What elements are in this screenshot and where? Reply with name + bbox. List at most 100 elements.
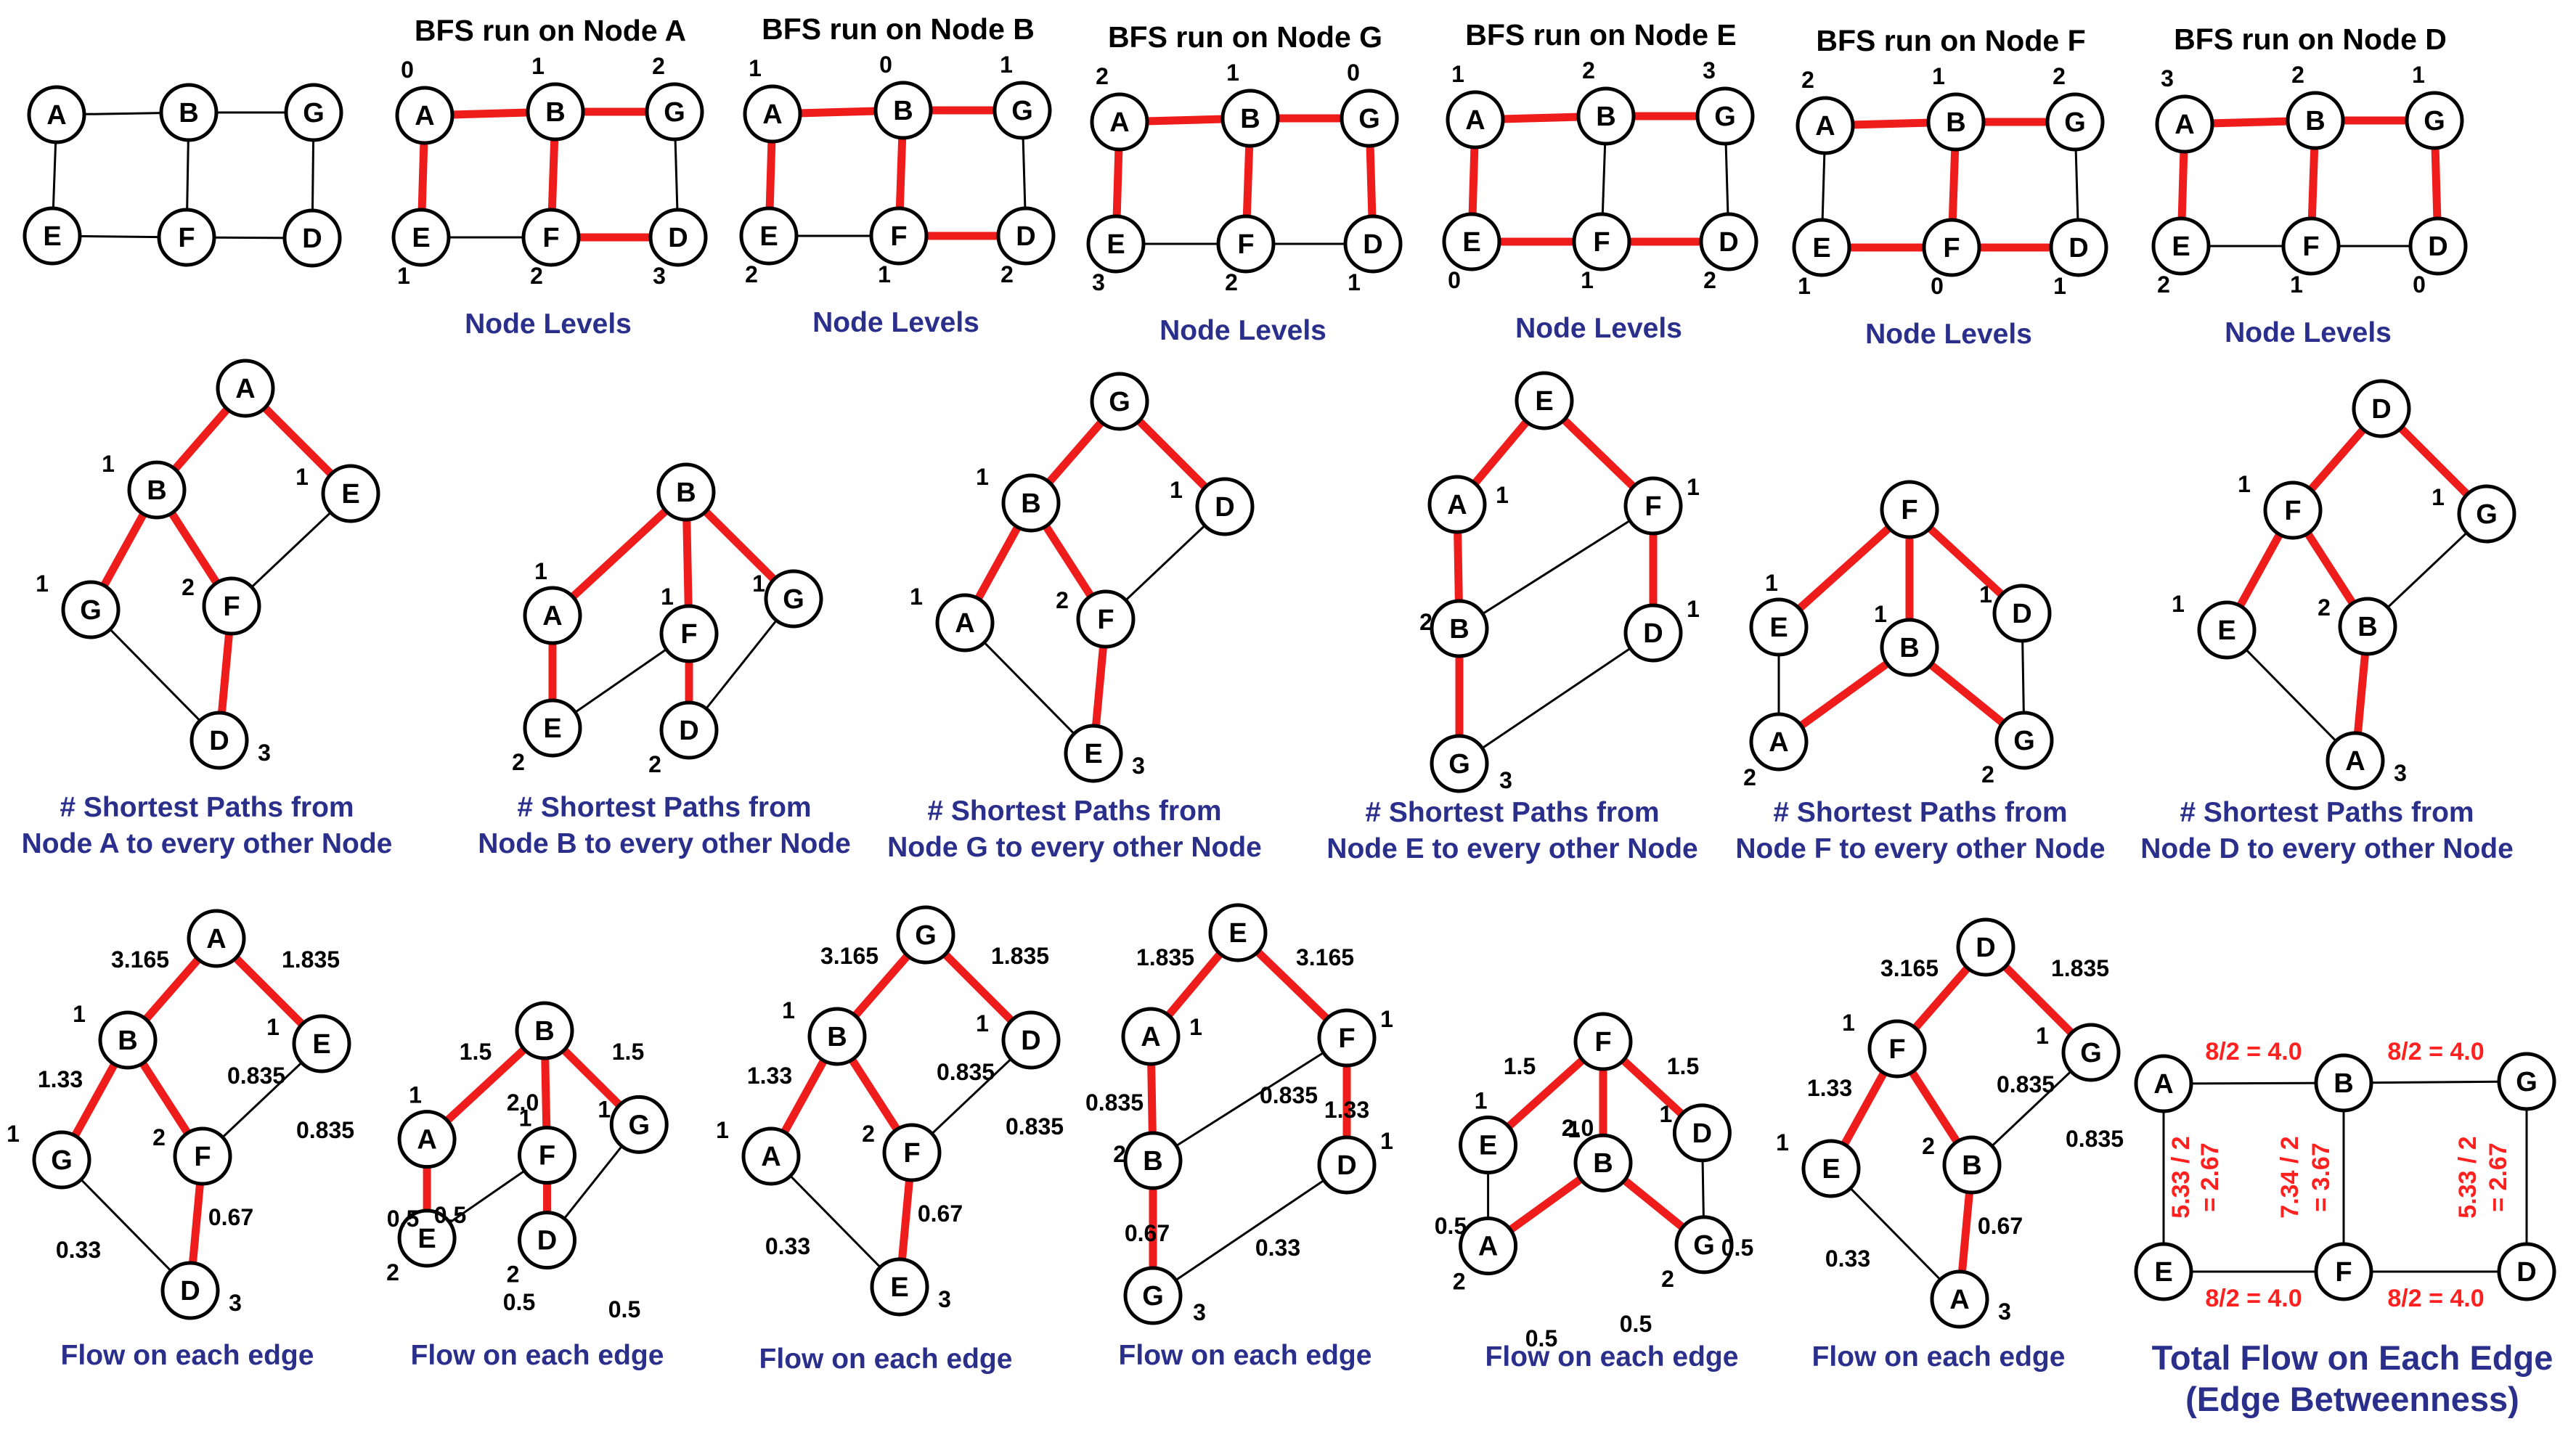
path-count-E: 1: [295, 464, 309, 490]
node-D-label: D: [1692, 1118, 1712, 1149]
path-count-F: 1: [1842, 1010, 1855, 1036]
path-count-D: 1: [1170, 477, 1183, 503]
node-D-label: D: [2012, 599, 2031, 629]
bfs-caption: Node Levels: [465, 308, 632, 340]
node-B-label: B: [893, 96, 913, 126]
level-F: 2: [1225, 269, 1238, 295]
node-F-circle: [1623, 476, 1683, 536]
node-G-label: G: [2516, 1067, 2538, 1097]
node-D-label: D: [2428, 232, 2447, 262]
node-B-circle: [2314, 1053, 2373, 1113]
path-count-G: 2: [1661, 1266, 1674, 1292]
node-E-circle: [1515, 371, 1574, 430]
betweenness-FD: 8/2 = 4.0: [2387, 1285, 2484, 1312]
node-F-label: F: [223, 592, 240, 622]
node-G-label: G: [1714, 102, 1736, 132]
node-F-circle: [869, 206, 929, 266]
node-E-label: E: [1084, 739, 1102, 769]
node-E-circle: [23, 206, 82, 266]
path-count-A: 3: [2394, 760, 2407, 786]
node-A-label: A: [417, 1125, 436, 1155]
node-D-label: D: [2068, 233, 2088, 263]
path-count-A: 1: [1496, 482, 1509, 508]
betweenness-BF-2: = 3.67: [2307, 1142, 2335, 1211]
node-D-label: D: [209, 726, 229, 756]
bfs-title: BFS run on Node E: [1465, 18, 1737, 52]
node-B-circle: [98, 1010, 158, 1070]
node-D-circle: [1001, 1010, 1061, 1070]
bfs-caption: Node Levels: [812, 307, 979, 338]
node-G-circle: [1123, 1266, 1183, 1325]
node-A-label: A: [235, 374, 255, 404]
edge-flow-value: 2.0: [507, 1089, 539, 1116]
level-D: 3: [653, 263, 666, 289]
path-count-F: 2: [182, 574, 195, 600]
node-G-circle: [1674, 1215, 1734, 1275]
node-B-circle: [127, 460, 187, 520]
node-A-circle: [27, 85, 86, 144]
edge-flow-value: 0.835: [296, 1117, 354, 1143]
path-count-G: 1: [2036, 1023, 2049, 1049]
node-D-label: D: [1337, 1150, 1356, 1181]
caption-line-1: # Shortest Paths from: [2180, 797, 2474, 828]
node-B-label: B: [1946, 107, 1965, 138]
level-F: 1: [878, 261, 891, 287]
bfs-title: BFS run on Node B: [762, 12, 1035, 46]
path-count-D: 3: [229, 1290, 242, 1316]
path-count-D: 2: [507, 1261, 520, 1288]
level-B: 2: [1582, 57, 1595, 83]
caption-line-1: # Shortest Paths from: [60, 792, 354, 823]
node-G-circle: [2061, 1023, 2121, 1082]
node-D-circle: [1623, 603, 1683, 663]
node-A-label: A: [2345, 746, 2365, 777]
flow-caption: Flow on each edge: [1812, 1341, 2066, 1373]
path-count-F: 1: [1687, 474, 1700, 500]
node-E-label: E: [1106, 229, 1125, 260]
node-B-circle: [159, 83, 219, 142]
node-F-label: F: [542, 223, 559, 253]
edge-flow-value: 0.5: [1435, 1213, 1467, 1239]
caption-line-2: Node G to every other Node: [887, 832, 1262, 863]
node-G-circle: [1994, 711, 2054, 770]
edge-flow-value: 1.5: [612, 1039, 644, 1065]
node-E-label: E: [312, 1029, 330, 1060]
node-E-circle: [1749, 597, 1809, 657]
betweenness-EF: 8/2 = 4.0: [2205, 1285, 2302, 1312]
node-E-label: E: [890, 1272, 908, 1303]
edge-flow-value: 2.0: [1562, 1115, 1594, 1141]
node-A-label: A: [1465, 105, 1485, 136]
node-G-label: G: [1011, 96, 1033, 126]
node-D-circle: [189, 711, 249, 770]
edge-BA: [550, 488, 689, 619]
node-D-label: D: [1719, 227, 1738, 258]
node-A-label: A: [206, 924, 226, 954]
node-F-circle: [173, 1126, 232, 1186]
node-D-circle: [1699, 212, 1758, 271]
node-F-label: F: [2335, 1257, 2352, 1288]
flow-caption: Flow on each edge: [411, 1340, 664, 1371]
node-B-label: B: [1449, 614, 1469, 645]
node-B-label: B: [2305, 106, 2325, 136]
bfs-caption: Node Levels: [1865, 319, 2032, 350]
node-F-circle: [1317, 1008, 1377, 1068]
node-B-circle: [2338, 597, 2397, 656]
node-F-circle: [1572, 212, 1631, 271]
edge-flow-value: 1.835: [991, 943, 1049, 969]
edge-flow-value: 0.67: [208, 1204, 253, 1230]
node-E-label: E: [417, 1224, 436, 1254]
node-E-circle: [1086, 214, 1146, 274]
node-F-circle: [2314, 1242, 2373, 1301]
node-B-label: B: [1899, 633, 1919, 663]
path-count-B: 2: [1113, 1141, 1126, 1167]
node-F-circle: [518, 1126, 577, 1185]
path-count-B: 2: [1419, 609, 1432, 635]
node-E-label: E: [543, 713, 561, 744]
